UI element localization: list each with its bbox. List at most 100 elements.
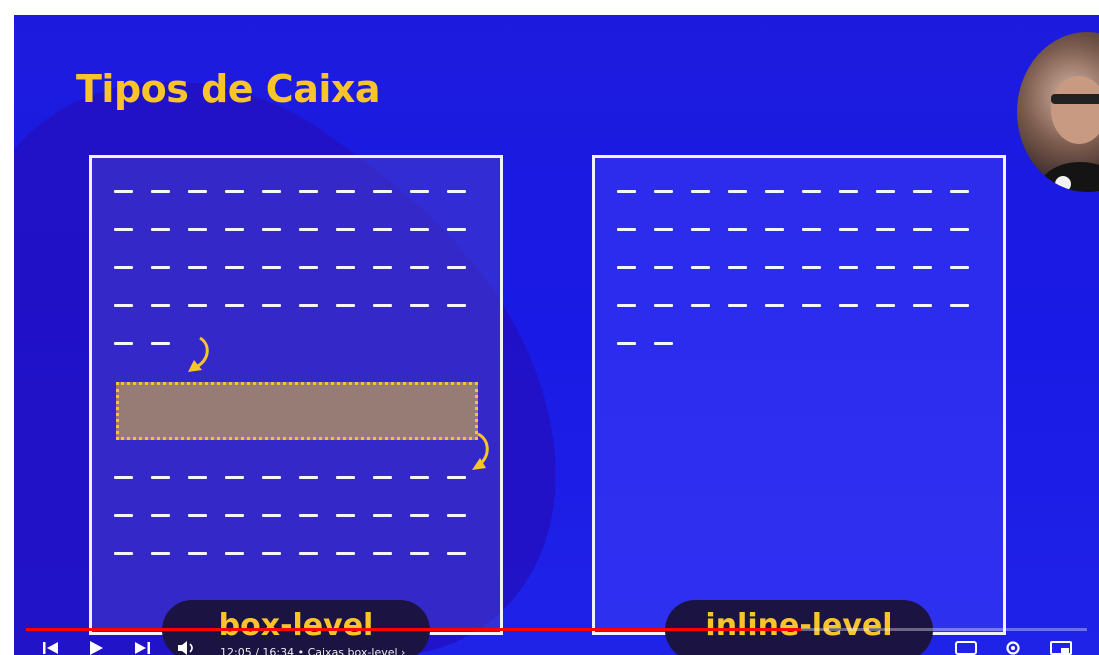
text-dash <box>728 304 747 307</box>
text-dash <box>151 304 170 307</box>
text-dash <box>188 304 207 307</box>
text-dash <box>225 304 244 307</box>
text-dash <box>617 190 636 193</box>
text-dash <box>876 266 895 269</box>
settings-icon[interactable] <box>1003 641 1023 655</box>
text-dash <box>410 190 429 193</box>
progress-bar[interactable] <box>26 628 1087 631</box>
text-dash <box>447 304 466 307</box>
text-dash <box>225 552 244 555</box>
volume-icon[interactable] <box>177 641 197 655</box>
text-dash <box>373 514 392 517</box>
skip-previous-icon[interactable] <box>42 641 60 655</box>
text-dash <box>410 266 429 269</box>
text-dash <box>654 266 673 269</box>
text-line <box>617 304 969 307</box>
text-dash <box>373 304 392 307</box>
text-dash <box>654 228 673 231</box>
text-dash <box>876 228 895 231</box>
play-icon[interactable] <box>88 641 104 655</box>
text-dash <box>654 342 673 345</box>
text-dash <box>299 228 318 231</box>
text-dash <box>839 304 858 307</box>
text-dash <box>336 266 355 269</box>
text-dash <box>151 476 170 479</box>
text-dash <box>728 266 747 269</box>
text-dash <box>839 228 858 231</box>
text-dash <box>151 552 170 555</box>
text-dash <box>447 476 466 479</box>
text-line <box>114 304 466 307</box>
text-dash <box>225 266 244 269</box>
text-dash <box>410 514 429 517</box>
text-line <box>114 266 466 269</box>
text-line <box>617 266 969 269</box>
text-dash <box>336 228 355 231</box>
text-dash <box>913 304 932 307</box>
text-dash <box>447 552 466 555</box>
text-dash <box>336 476 355 479</box>
text-dash <box>299 304 318 307</box>
text-line <box>114 342 170 345</box>
text-dash <box>114 552 133 555</box>
text-dash <box>336 552 355 555</box>
subtitles-icon[interactable] <box>955 641 977 655</box>
text-dash <box>299 514 318 517</box>
text-dash <box>617 266 636 269</box>
miniplayer-icon[interactable] <box>1050 641 1072 655</box>
text-dash <box>728 190 747 193</box>
text-dash <box>151 190 170 193</box>
time-display[interactable]: 12:05 / 16:34 • Caixas box-level › <box>220 646 406 655</box>
text-dash <box>151 514 170 517</box>
inline-level-label: inline-level <box>665 600 933 655</box>
box-level-label-text: box-level <box>218 608 374 643</box>
text-line <box>114 552 466 555</box>
curved-arrow-icon <box>188 336 209 372</box>
text-dash <box>691 266 710 269</box>
text-dash <box>654 190 673 193</box>
video-player[interactable]: Tipos de Caixa box-level inline-level 12… <box>14 15 1099 655</box>
text-dash <box>802 190 821 193</box>
player-controls: 12:05 / 16:34 • Caixas box-level › <box>14 635 1099 655</box>
text-dash <box>336 514 355 517</box>
block-box <box>116 382 478 440</box>
text-dash <box>299 552 318 555</box>
text-dash <box>225 476 244 479</box>
text-dash <box>802 228 821 231</box>
text-dash <box>114 228 133 231</box>
text-dash <box>950 228 969 231</box>
text-dash <box>839 266 858 269</box>
text-dash <box>151 266 170 269</box>
text-dash <box>225 228 244 231</box>
text-dash <box>950 304 969 307</box>
text-dash <box>410 304 429 307</box>
text-dash <box>336 190 355 193</box>
text-dash <box>373 190 392 193</box>
text-dash <box>188 266 207 269</box>
text-line <box>617 190 969 193</box>
progress-bar-fill <box>26 628 801 631</box>
text-dash <box>765 304 784 307</box>
text-dash <box>114 476 133 479</box>
text-dash <box>802 304 821 307</box>
text-dash <box>447 190 466 193</box>
text-line <box>617 342 673 345</box>
text-line <box>114 514 466 517</box>
skip-next-icon[interactable] <box>133 641 151 655</box>
slide-title: Tipos de Caixa <box>76 67 381 111</box>
text-dash <box>336 304 355 307</box>
text-dash <box>262 190 281 193</box>
text-dash <box>262 514 281 517</box>
text-dash <box>410 476 429 479</box>
text-dash <box>373 552 392 555</box>
text-dash <box>151 342 170 345</box>
text-dash <box>447 266 466 269</box>
text-dash <box>950 266 969 269</box>
text-dash <box>447 514 466 517</box>
inline-level-panel <box>592 155 1006 635</box>
text-dash <box>188 514 207 517</box>
text-dash <box>225 190 244 193</box>
text-dash <box>617 228 636 231</box>
text-line <box>114 228 466 231</box>
text-dash <box>913 228 932 231</box>
